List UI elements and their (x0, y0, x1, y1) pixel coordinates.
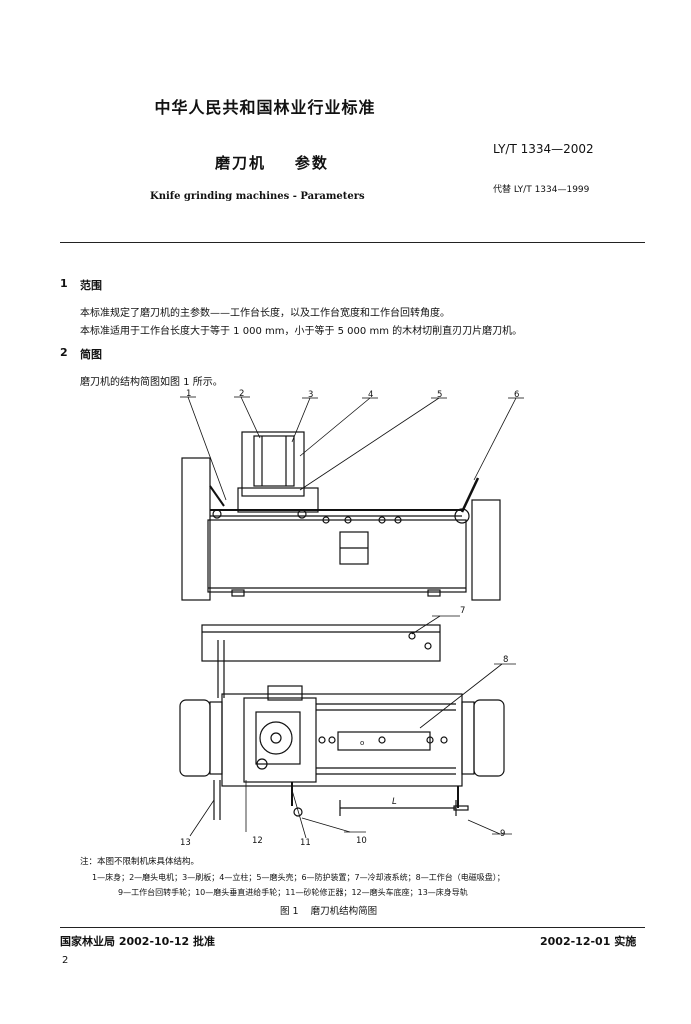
section-1-heading: 范围 (80, 279, 102, 292)
figure-caption: 图 1 磨刀机结构简图 (280, 906, 378, 917)
page-number: 2 (62, 955, 69, 966)
machine-structure-diagram: o (179, 396, 524, 839)
callout-5: 5 (437, 390, 443, 400)
figure-legend-line-1: 1—床身；2—磨头电机；3—刷板；4—立柱；5—磨头壳；6—防护装置；7—冷却液… (92, 873, 505, 882)
callout-6: 6 (514, 390, 520, 400)
section-2-number: 2 (60, 346, 68, 359)
plan-view: o (179, 624, 505, 820)
document-title-english: Knife grinding machines - Parameters (150, 191, 365, 202)
callout-12: 12 (252, 836, 263, 846)
section-2-paragraph-1: 磨刀机的结构简图如图 1 所示。 (80, 377, 223, 388)
callout-1: 1 (186, 389, 192, 399)
figure-legend-line-2: 9—工作台回转手轮；10—磨头垂直进给手轮；11—砂轮修正器；12—磨头车底座；… (118, 888, 468, 897)
callout-4: 4 (368, 390, 374, 400)
callout-9: 9 (500, 829, 506, 839)
callout-2: 2 (239, 389, 245, 399)
section-1-paragraph-2: 本标准适用于工作台长度大于等于 1 000 mm，小于等于 5 000 mm 的… (80, 326, 523, 337)
header-divider (60, 242, 645, 243)
callout-10: 10 (356, 836, 367, 846)
figure-note: 注：本图不限制机床具体结构。 (80, 857, 200, 867)
replaces-standard: 代替 LY/T 1334—1999 (493, 185, 590, 195)
callout-11: 11 (300, 838, 311, 848)
front-view (181, 431, 501, 601)
section-2-heading: 简图 (80, 348, 102, 361)
leader-lines (180, 396, 524, 839)
callout-13: 13 (180, 838, 191, 848)
approval-date: 国家林业局 2002-10-12 批准 (60, 935, 216, 948)
svg-text:o: o (360, 739, 364, 747)
standard-category-title: 中华人民共和国林业行业标准 (154, 98, 376, 117)
callout-7: 7 (460, 606, 466, 616)
dimension-label-l: L (392, 797, 397, 807)
callout-3: 3 (308, 390, 314, 400)
standard-number: LY/T 1334—2002 (493, 142, 594, 156)
footer-divider (60, 927, 645, 928)
callout-8: 8 (503, 655, 509, 665)
section-1-number: 1 (60, 277, 68, 290)
implementation-date: 2002-12-01 实施 (540, 935, 637, 948)
document-title: 磨刀机 参数 (215, 154, 329, 172)
section-1-paragraph-1: 本标准规定了磨刀机的主参数——工作台长度，以及工作台宽度和工作台回转角度。 (80, 308, 450, 319)
